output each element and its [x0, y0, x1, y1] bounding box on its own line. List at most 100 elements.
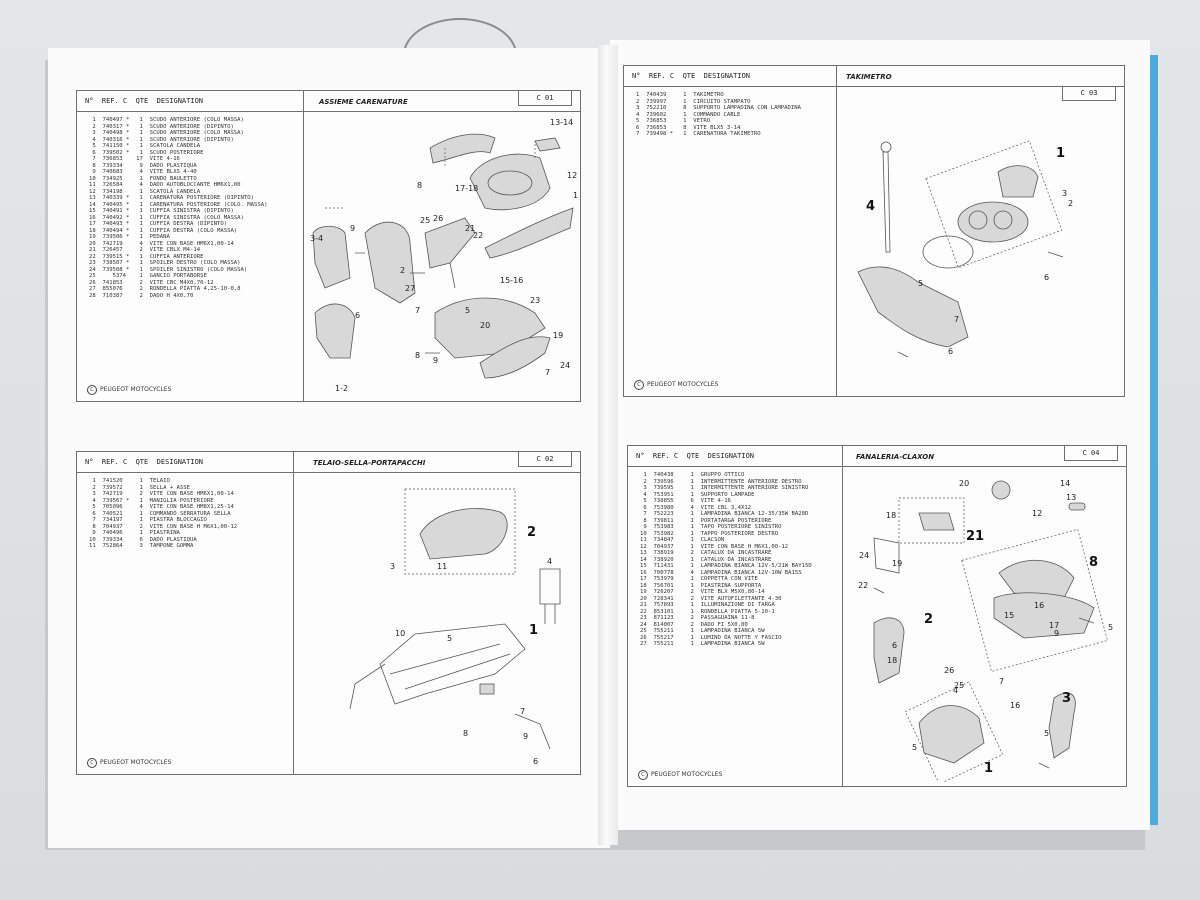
- part-row: 19 739506 * 1 PEDANA: [89, 234, 170, 240]
- part-row: 2 740317 * 1 SCUDO ANTERIORE (DIPINTO): [89, 123, 234, 130]
- callout-number: 5: [918, 279, 923, 288]
- column-divider: [293, 452, 294, 774]
- part-row: 24 814007 2 DADO FI 5X0,80: [640, 621, 748, 628]
- part-row: 6 740521 1 COMMANDO SERRATURA SELLA: [89, 510, 231, 517]
- copyright-icon: C: [87, 758, 97, 768]
- panel-c04: N° REF. C QTE DESIGNATION FANALERIA-CLAX…: [627, 445, 1127, 787]
- callout-number: 18: [887, 656, 897, 665]
- part-row: 7 736853 17 VITE 4-16: [89, 156, 180, 162]
- part-row: 14 738920 1 CATALUX DA INCASTRARE: [640, 556, 772, 563]
- copyright-icon: C: [87, 385, 97, 395]
- panel-header: N° REF. C QTE DESIGNATION: [628, 446, 1126, 467]
- section-title: ASSIEME CARENATURE: [319, 98, 408, 106]
- exploded-diagram-bodywork: 1013-141211817-183-49252621222726715-162…: [310, 118, 577, 393]
- part-row: 4 739567 * 1 MANIGLIA POSTERIORE: [89, 497, 214, 504]
- part-row: 17 740493 * 1 CUFFIA DESTRA (DIPINTO): [89, 221, 228, 227]
- callout-number: 5: [447, 634, 452, 643]
- part-row: 12 734198 1 SCATOLA CANDELA: [89, 188, 201, 195]
- part-row: 21 757893 1 ILLUMINAZIONE DI TARGA: [640, 602, 775, 608]
- section-title: FANALERIA-CLAXON: [856, 453, 935, 461]
- panel-header: N° REF. C QTE DESIGNATION: [624, 66, 1124, 87]
- callout-number: 8: [417, 181, 422, 190]
- part-row: 9 740496 1 PIASTRINA: [89, 530, 180, 536]
- panel-c02: N° REF. C QTE DESIGNATION TELAIO-SELLA-P…: [76, 451, 581, 775]
- part-row: 28 710387 2 DADO H 4X0,70: [89, 292, 194, 299]
- callout-number: 6: [355, 311, 360, 320]
- callout-number: 5: [465, 306, 470, 315]
- part-row: 18 740494 * 1 CUFFIA DESTRA (COLO MASSA): [89, 227, 238, 234]
- part-row: 5 705096 4 VITE CON BASE HM8X1,25-14: [89, 504, 234, 510]
- panel-header: N° REF. C QTE DESIGNATION: [77, 91, 580, 112]
- part-row: 3 752210 8 SUPPORTO LAMPADINA CON LAMPAD…: [636, 105, 802, 111]
- callout-number: 3: [390, 562, 395, 571]
- part-row: 4 739602 1 COMMANDO CABLE: [636, 111, 741, 118]
- part-row: 11 734847 1 CLACSON: [640, 537, 725, 543]
- callout-number: 2: [1068, 199, 1073, 208]
- part-row: 10 739334 6 DADO PLASTIQUA: [89, 536, 197, 543]
- header-columns: N° REF. C QTE DESIGNATION: [636, 452, 755, 460]
- parts-list: 1 740497 * 1 SCUDO ANTERIORE (COLO MASSA…: [89, 117, 268, 299]
- part-row: 6 739502 * 1 SCUDO POSTERIORE: [89, 149, 204, 156]
- part-row: 23 738507 * 1 SPOILER DESTRO (COLO MASSA…: [89, 260, 241, 266]
- part-row: 1 740439 1 TAKIMETRO: [636, 92, 724, 98]
- part-row: 15 740491 * 1 CUFFIA SINISTRA (DIPINTO): [89, 208, 234, 214]
- part-row: 24 739508 * 1 SPOILER SINISTRO (COLO MAS…: [89, 266, 248, 273]
- part-row: 22 853101 1 RONDELLA PIATTA 5-10-1: [640, 608, 775, 615]
- callout-number: 7: [545, 368, 550, 377]
- section-title: TELAIO-SELLA-PORTAPACCHI: [313, 459, 426, 467]
- callout-number: 16: [1034, 601, 1044, 610]
- part-row: 11 752864 3 TAMPONE GOMMA: [89, 543, 194, 549]
- part-row: 11 726584 4 DADO AUTOBLOCCANTE HM6X1,00: [89, 182, 241, 188]
- callout-number: 6: [1044, 273, 1049, 282]
- footer-text: PEUGEOT MOTOCYCLES: [651, 771, 723, 778]
- column-divider: [303, 91, 304, 401]
- callout-number: 11: [573, 191, 577, 200]
- callout-number: 6: [948, 347, 953, 356]
- part-row: 8 739334 9 DADO PLASTIQUA: [89, 162, 197, 169]
- callout-number: 9: [1054, 629, 1059, 638]
- page-code: C 02: [518, 452, 572, 467]
- part-row: 17 753979 1 COPPETTA CON VITE: [640, 576, 758, 582]
- part-row: 3 740498 * 1 SCUDO ANTERIORE (COLO MASSA…: [89, 130, 244, 136]
- part-row: 25 755211 1 LAMPADINA BIANCA 5W: [640, 628, 765, 634]
- parts-list: 1 741520 1 TELAIO 2 739572 1 SELLA + ASS…: [89, 478, 237, 550]
- part-row: 8 704937 2 VITE CON BASE H M6X1,00-12: [89, 523, 238, 530]
- callout-number: 15-16: [500, 276, 523, 285]
- callout-number: 23: [530, 296, 540, 305]
- header-columns: N° REF. C QTE DESIGNATION: [85, 458, 204, 466]
- header-columns: N° REF. C QTE DESIGNATION: [85, 97, 204, 105]
- part-row: 26 741853 2 VITE CBC M4X0,70-12: [89, 279, 214, 286]
- part-row: 5 738855 6 VITE 4-16: [640, 498, 731, 504]
- part-row: 2 739997 1 CIRCUITO STAMPATO: [636, 98, 751, 105]
- callout-number: 11: [437, 562, 447, 571]
- part-row: 5 741150 * 1 SCATOLA CANDELA: [89, 143, 201, 149]
- part-row: 4 740316 * 1 SCUDO ANTERIORE (DIPINTO): [89, 136, 234, 143]
- page-code: C 03: [1062, 86, 1116, 101]
- part-row: 16 700778 4 LAMPADINA BIANCA 12V-10W BA1…: [640, 569, 802, 576]
- callout-number: 1-2: [335, 384, 348, 393]
- part-row: 25 5374 1 GANCIO PORTABORSE: [89, 273, 207, 279]
- part-row: 23 871123 2 PASSAGUAINA 11-8: [640, 615, 755, 621]
- part-row: 6 736853 8 VITE BLX5 3-14: [636, 124, 741, 131]
- part-row: 10 753982 1 TAPPO POSTERIORE DESTRO: [640, 530, 779, 537]
- copyright-icon: C: [638, 770, 648, 780]
- callout-number: 25: [954, 681, 964, 690]
- part-row: 15 711431 1 LAMPADINA BIANCA 12V-5/21W B…: [640, 563, 812, 569]
- callout-number: 7: [999, 677, 1004, 686]
- part-row: 1 741520 1 TELAIO: [89, 478, 170, 484]
- copyright-icon: C: [634, 380, 644, 390]
- callout-number: 26: [433, 214, 443, 223]
- part-row: 3 739595 1 INTERMITTENTE ANTERIORE SINIS…: [640, 485, 809, 491]
- callout-number: 8: [415, 351, 420, 360]
- header-columns: N° REF. C QTE DESIGNATION: [632, 72, 751, 80]
- part-row: 19 726207 2 VITE BLX M5X0,80-14: [640, 589, 765, 595]
- part-row: 1 740497 * 1 SCUDO ANTERIORE (COLO MASSA…: [89, 117, 244, 123]
- part-row: 5 736853 1 VETRO: [636, 118, 711, 124]
- callout-number: 8: [463, 729, 468, 738]
- booklet-gutter: [598, 45, 618, 845]
- footer-text: PEUGEOT MOTOCYCLES: [647, 381, 719, 388]
